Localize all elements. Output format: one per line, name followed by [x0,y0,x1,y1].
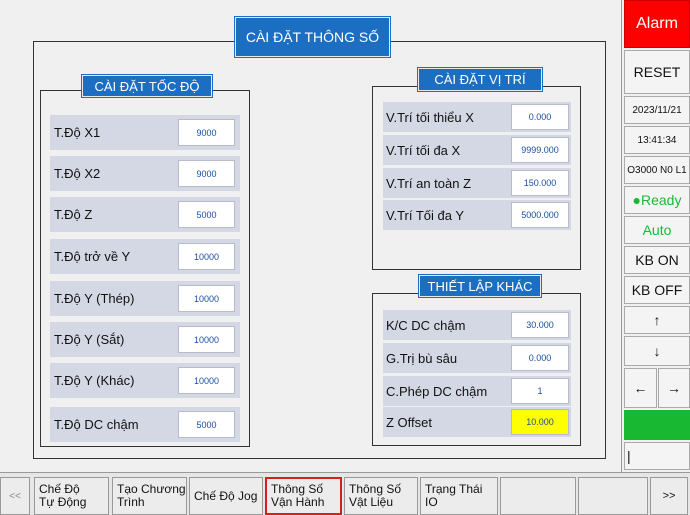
other-row: K/C DC chậm 30.000 [383,310,571,340]
tab-label: Tạo Chương [117,482,186,496]
page-title: CÀI ĐẶT THÔNG SỐ [234,16,391,58]
other-group-title: THIẾT LẬP KHÁC [418,274,542,298]
tab-label: Thông Số [349,482,402,496]
tab-label: Thông Số [271,482,324,496]
kb-on-button[interactable]: KB ON [624,246,690,274]
z-offset-input[interactable]: 10.000 [511,409,569,435]
tab-label: Tự Động [39,495,87,509]
next-page-label: >> [662,489,676,502]
arrow-right-button[interactable]: → [658,368,690,408]
position-group-title: CÀI ĐẶT VỊ TRÍ [417,67,543,92]
speed-row: T.Độ trở về Y 10000 [50,239,240,274]
pos-max-x-input[interactable]: 9999.000 [511,137,569,163]
speed-row-label: T.Độ X2 [54,166,101,181]
date-display: 2023/11/21 [624,96,690,124]
speed-group-title: CÀI ĐẶT TỐC ĐỘ [81,74,213,98]
program-display: O3000 N0 L1 [624,156,690,184]
other-row-label: K/C DC chậm [386,317,466,333]
depth-comp-input[interactable]: 0.000 [511,345,569,371]
pos-min-x-input[interactable]: 0.000 [511,104,569,130]
position-row-label: V.Trí tối đa X [386,142,461,158]
arrow-left-button[interactable]: ← [624,368,657,408]
position-row-label: V.Trí tối thiểu X [386,109,474,125]
tab-label: Vật Liệu [349,495,394,509]
auto-mode: Auto [624,216,690,244]
speed-slow-input[interactable]: 5000 [178,411,235,438]
speed-z-input[interactable]: 5000 [178,201,235,228]
prev-page-label: << [9,490,21,502]
speed-y-steel-input[interactable]: 10000 [178,285,235,312]
position-row-label: V.Trí Tối đa Y [386,207,465,223]
allow-slow-input[interactable]: 1 [511,378,569,404]
tab-jog-mode[interactable]: Chế Độ Jog [189,477,263,515]
next-page-button[interactable]: >> [650,477,688,515]
speed-x2-input[interactable]: 9000 [178,160,235,187]
empty-tab[interactable] [500,477,576,515]
speed-row-label: T.Độ trở về Y [54,249,131,264]
tab-label: Chế Độ Jog [194,488,258,503]
speed-row-label: T.Độ Y (Sắt) [54,332,125,347]
speed-row-label: T.Độ Z [54,207,93,222]
speed-row: T.Độ X1 9000 [50,115,240,150]
speed-row-label: T.Độ DC chậm [54,417,139,432]
side-panel: Alarm RESET 2023/11/21 13:41:34 O3000 N0… [622,0,690,472]
empty-tab[interactable] [578,477,648,515]
other-row-label: G.Trị bù sâu [386,350,458,366]
speed-row: T.Độ Z 5000 [50,197,240,232]
tab-io-status[interactable]: Trạng Thái IO [420,477,498,515]
parameter-panel: CÀI ĐẶT THÔNG SỐ CÀI ĐẶT TỐC ĐỘ T.Độ X1 … [33,0,622,472]
tab-label: Trạng Thái IO [425,482,483,509]
other-row: C.Phép DC chậm 1 [383,376,571,406]
pos-max-y-input[interactable]: 5000.000 [511,202,569,228]
time-display: 13:41:34 [624,126,690,154]
tab-label: Vận Hành [271,495,325,509]
speed-row-label: T.Độ Y (Khác) [54,373,135,388]
tab-label: Chế Độ [39,482,80,496]
speed-return-y-input[interactable]: 10000 [178,243,235,270]
position-row: V.Trí tối thiểu X 0.000 [383,102,571,132]
speed-row: T.Độ Y (Sắt) 10000 [50,322,240,357]
speed-row: T.Độ Y (Khác) 10000 [50,363,240,398]
kb-off-button[interactable]: KB OFF [624,276,690,304]
arrow-down-button[interactable]: ↓ [624,336,690,366]
speed-y-other-input[interactable]: 10000 [178,367,235,394]
slow-distance-input[interactable]: 30.000 [511,312,569,338]
arrow-up-button[interactable]: ↑ [624,306,690,334]
position-row-label: V.Trí an toàn Z [386,175,472,191]
other-row-label: Z Offset [386,414,432,430]
speed-row: T.Độ X2 9000 [50,156,240,191]
other-row: Z Offset 10.000 [383,407,571,437]
position-row: V.Trí an toàn Z 150.000 [383,168,571,198]
alarm-button[interactable]: Alarm [624,0,690,48]
speed-row: T.Độ DC chậm 5000 [50,407,240,442]
prev-page-button[interactable]: << [0,477,30,515]
reset-button[interactable]: RESET [624,50,690,94]
speed-row-label: T.Độ X1 [54,125,101,140]
pos-safe-z-input[interactable]: 150.000 [511,170,569,196]
tab-label: Trình [117,495,145,509]
speed-x1-input[interactable]: 9000 [178,119,235,146]
speed-row-label: T.Độ Y (Thép) [54,291,135,306]
other-row: G.Trị bù sâu 0.000 [383,343,571,373]
ready-status: ●Ready [624,186,690,214]
other-row-label: C.Phép DC chậm [386,383,488,399]
speed-y-iron-input[interactable]: 10000 [178,326,235,353]
position-row: V.Trí Tối đa Y 5000.000 [383,200,571,230]
speed-row: T.Độ Y (Thép) 10000 [50,281,240,316]
status-indicator [624,410,690,440]
position-row: V.Trí tối đa X 9999.000 [383,135,571,165]
input-cursor[interactable]: | [624,442,690,470]
